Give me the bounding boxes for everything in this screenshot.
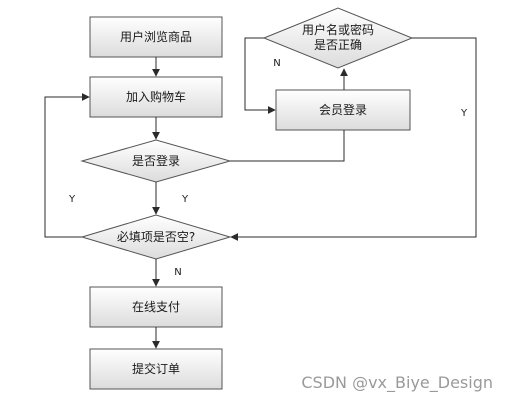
edge-credentials-no-to-member-login [244, 37, 276, 114]
edge-label-loop-y: Y [68, 194, 76, 205]
decision-is-logged-in: 是否登录 [80, 139, 232, 183]
edge-label-required-n: N [174, 267, 181, 278]
node-browse: 用户浏览商品 [89, 16, 223, 58]
decision-required-empty: 必填项是否空? [80, 214, 232, 260]
node-cart-label: 加入购物车 [126, 89, 186, 104]
node-submit-label: 提交订单 [132, 361, 180, 376]
node-cart: 加入购物车 [89, 76, 223, 118]
edge-required-loop-to-cart [44, 93, 90, 238]
node-pay-label: 在线支付 [132, 300, 180, 314]
decision-is-logged-in-label: 是否登录 [132, 153, 180, 168]
decision-required-empty-label: 必填项是否空? [117, 230, 195, 244]
node-member-login: 会员登录 [275, 89, 411, 131]
edge-credentials-yes-to-required [230, 37, 477, 241]
node-pay: 在线支付 [89, 286, 223, 328]
decision-credentials-label-line1: 用户名或密码 [302, 22, 374, 37]
decision-credentials: 用户名或密码 是否正确 [262, 7, 414, 69]
edge-logged-in-to-member-login [230, 130, 345, 162]
decision-credentials-label-line2: 是否正确 [314, 38, 362, 52]
watermark: CSDN @vx_Biye_Design [301, 373, 493, 393]
node-browse-label: 用户浏览商品 [120, 29, 192, 44]
node-submit: 提交订单 [89, 348, 223, 390]
edge-label-credentials-y: Y [460, 108, 468, 119]
node-member-login-label: 会员登录 [319, 102, 367, 117]
edge-label-logged-in-y: Y [181, 194, 189, 205]
edge-label-credentials-n: N [273, 58, 280, 69]
